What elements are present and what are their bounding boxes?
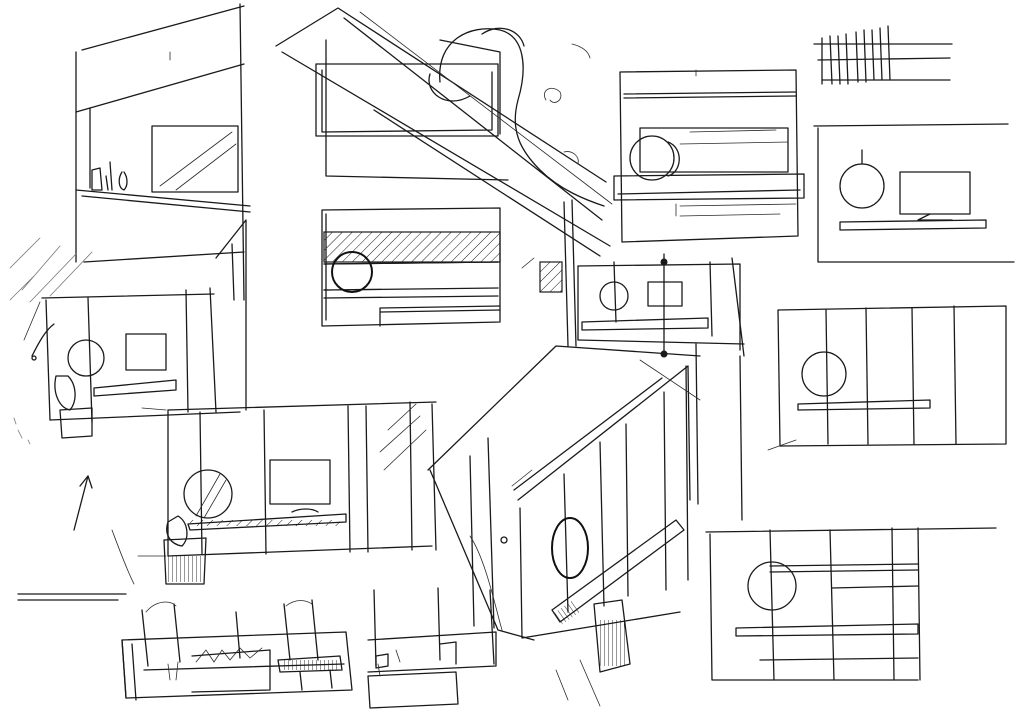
sketch-elevation-top-right [613, 69, 805, 243]
sketch-dark-square [521, 199, 577, 347]
sketch-room-shelf-topleft [75, 3, 251, 301]
sketch-room-mirror-center [137, 401, 437, 585]
sketch-ground-lines [17, 529, 135, 601]
sketch-room-isometric-center [427, 343, 743, 707]
sketch-elevation-grid [705, 527, 997, 681]
sketch-elevation-tv [813, 123, 1015, 263]
sketch-elevation-hatched [321, 207, 501, 327]
sketch-bench-bottom [367, 587, 497, 709]
sketch-arrow [73, 475, 93, 531]
sketch-elevation-panels [767, 305, 1007, 451]
sketch-hatch-sample [813, 25, 953, 85]
sketch-table-bottom [121, 599, 353, 701]
sketch-elevation-top-center [275, 7, 613, 257]
sketch-room-mirror-left [9, 219, 247, 445]
sketch-elevation-pole [577, 253, 745, 358]
